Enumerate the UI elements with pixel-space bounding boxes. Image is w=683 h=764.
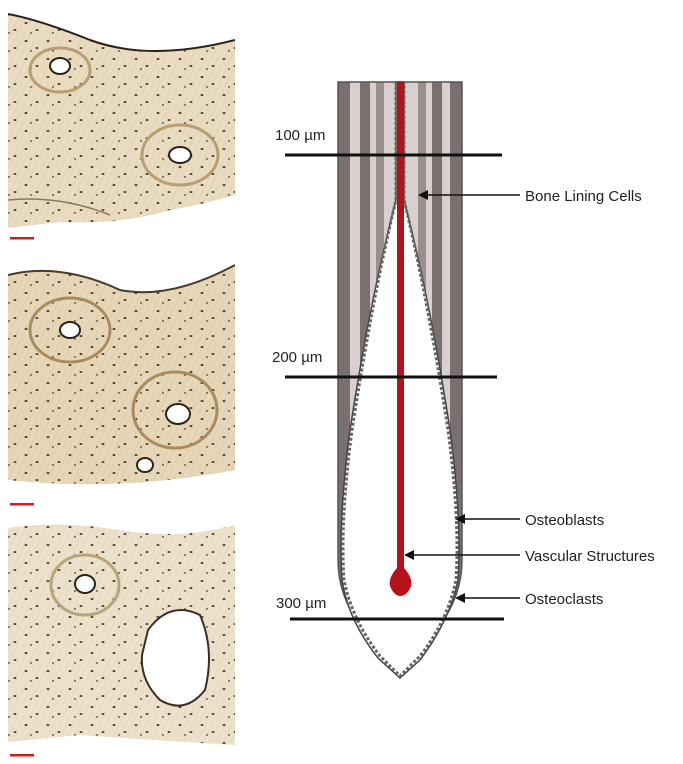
- depth-label-300: 300 µm: [276, 595, 326, 612]
- label-bone-lining-cells: Bone Lining Cells: [525, 188, 642, 205]
- scale-bar-1: [10, 237, 34, 240]
- label-vascular-structures: Vascular Structures: [525, 548, 655, 565]
- cutting-cone-schematic: [338, 82, 462, 682]
- micrograph-panel-3: [8, 524, 235, 745]
- micrograph-panel-2: [8, 265, 235, 490]
- scale-bar-2: [10, 503, 34, 506]
- scale-bar-3: [10, 754, 34, 757]
- label-osteoblasts: Osteoblasts: [525, 512, 604, 529]
- micrograph-panel-1: [8, 8, 235, 228]
- depth-label-100: 100 µm: [275, 127, 325, 144]
- label-osteoclasts: Osteoclasts: [525, 591, 603, 608]
- depth-label-200: 200 µm: [272, 349, 322, 366]
